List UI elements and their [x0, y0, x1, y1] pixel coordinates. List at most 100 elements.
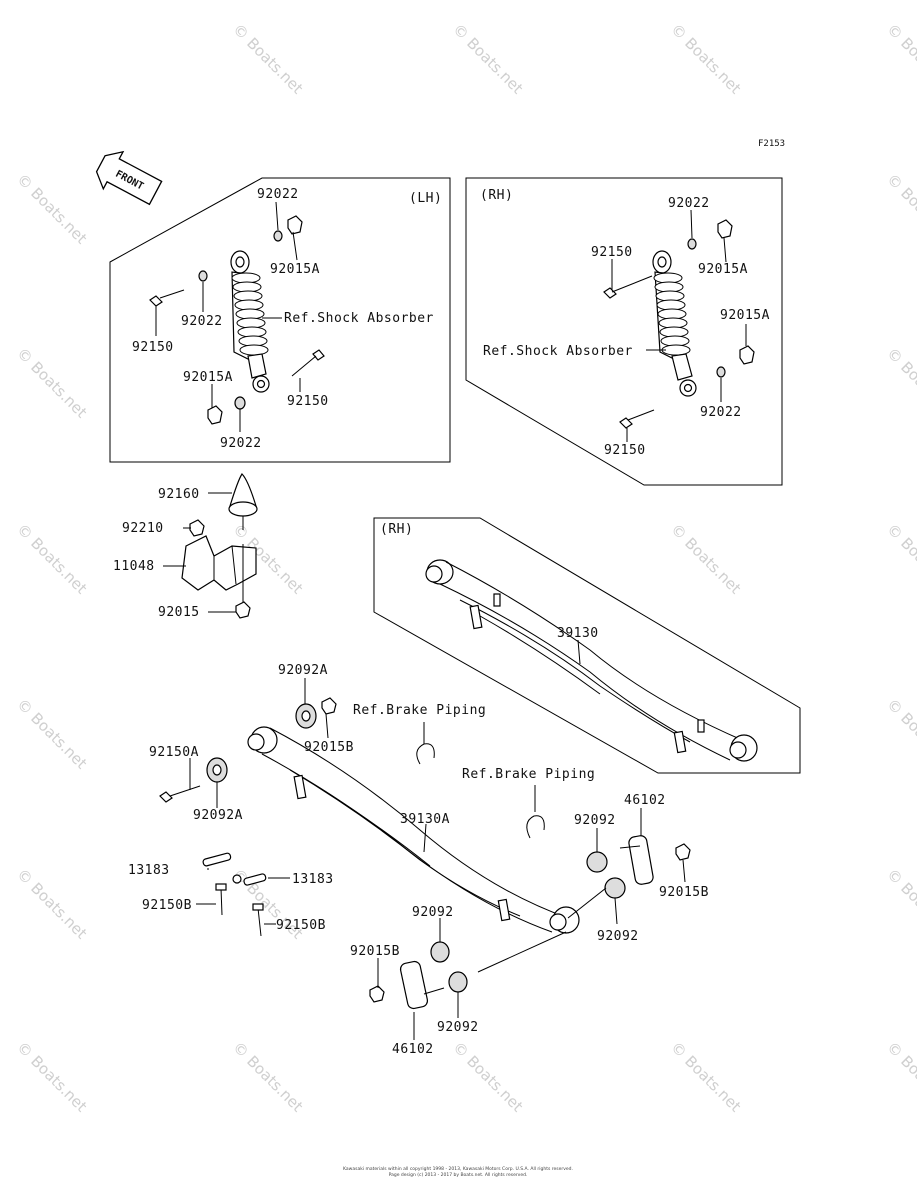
- shackle-46102-left-icon: [399, 960, 445, 1010]
- bolt-92150B-a-icon: [215, 883, 227, 916]
- rh-bolt-bottom-icon: [619, 409, 655, 429]
- figure-code: F2153: [758, 139, 785, 149]
- watermark: © Boats.net: [883, 695, 917, 773]
- part-label: 92150: [591, 245, 633, 260]
- shackle-46102-right-icon: [619, 835, 654, 885]
- part-label: 46102: [624, 793, 666, 808]
- lh-nut-top-icon: [287, 215, 303, 235]
- brake-clamp-icon-2: [526, 815, 545, 839]
- part-label: 92150B: [142, 898, 192, 913]
- plate-13183-b-icon: [243, 873, 267, 886]
- lh-nut-bottom-icon: [207, 405, 223, 425]
- watermark: © Boats.net: [13, 344, 91, 422]
- part-label: 92022: [668, 196, 710, 211]
- part-label: 92092: [574, 813, 616, 828]
- part-label: 39130A: [400, 812, 450, 827]
- part-label: 92150: [132, 340, 174, 355]
- group-label-rh: (RH): [480, 188, 513, 203]
- rh-bolt-top-icon: [603, 275, 653, 299]
- part-label: 13183: [292, 872, 334, 887]
- watermark: © Boats.net: [13, 695, 91, 773]
- part-label: 92150: [604, 443, 646, 458]
- washer-small-icon: [232, 874, 242, 884]
- part-label: 92015A: [720, 308, 770, 323]
- watermark: © Boats.net: [883, 865, 917, 943]
- lh-washer-mid-icon: [198, 270, 208, 282]
- rh-leaf-spring-group: (RH) 39130: [373, 517, 801, 774]
- nut-92015B-left-icon: [369, 985, 385, 1003]
- part-label: 92022: [700, 405, 742, 420]
- bushing-92092A-top-icon: [295, 703, 317, 729]
- part-label: 92210: [122, 521, 164, 536]
- part-label: 92015A: [270, 262, 320, 277]
- part-label: Ref.Brake Piping: [353, 703, 486, 718]
- part-label: 13183: [128, 863, 170, 878]
- bolt-92150A-icon: [159, 785, 201, 803]
- part-label: 92015: [158, 605, 200, 620]
- group-label-rh-spring: (RH): [380, 522, 413, 537]
- lh-washer-bottom-icon: [234, 396, 246, 410]
- bumper-bracket-group: 92160 92210 11048 92015: [113, 473, 258, 620]
- part-label: 92022: [181, 314, 223, 329]
- part-label: 92150B: [276, 918, 326, 933]
- lh-bolt-bottom-icon: [291, 349, 325, 377]
- copyright-line-2: Page design (c) 2013 - 2017 by Boats.net…: [389, 1172, 528, 1178]
- bushing-92092-c2-icon: [448, 971, 468, 993]
- nut-92015B-top-icon: [321, 697, 337, 715]
- watermark: © Boats.net: [449, 1038, 527, 1116]
- part-label: 46102: [392, 1042, 434, 1057]
- lh-bolt-top-icon: [149, 289, 185, 307]
- bracket-nut-bottom-icon: [235, 601, 251, 619]
- rh-shock-group: (RH): [465, 177, 783, 486]
- part-label: 92092: [597, 929, 639, 944]
- bump-stop-icon: [228, 473, 258, 530]
- part-label: 92015A: [698, 262, 748, 277]
- rh-washer-bottom-icon: [716, 366, 726, 378]
- lh-shock-absorber-icon: [230, 250, 270, 393]
- copyright-line-1: Kawasaki materials within all copyright …: [343, 1166, 573, 1172]
- watermark: © Boats.net: [229, 1038, 307, 1116]
- watermark: © Boats.net: [13, 1038, 91, 1116]
- watermark: © Boats.net: [449, 20, 527, 98]
- bushing-92092-r1-icon: [586, 851, 608, 873]
- watermark: © Boats.net: [13, 865, 91, 943]
- watermark: © Boats.net: [883, 20, 917, 98]
- rh-nut-mid-icon: [739, 345, 755, 365]
- watermark: © Boats.net: [667, 20, 745, 98]
- nut-92015B-right-icon: [675, 843, 691, 861]
- part-label: 92022: [257, 187, 299, 202]
- lh-leaf-spring-group: 92092A 92015B Ref.Brake Piping Ref.Brake…: [128, 663, 709, 1057]
- part-label: 92015B: [659, 885, 709, 900]
- lh-shock-group: (LH): [109, 177, 451, 463]
- watermark: © Boats.net: [883, 170, 917, 248]
- watermark: © Boats.net: [13, 520, 91, 598]
- part-label: 92015B: [350, 944, 400, 959]
- group-label-lh: (LH): [409, 191, 442, 206]
- bushing-92092-r2-icon: [604, 877, 626, 899]
- rh-leaf-spring-icon: [425, 559, 758, 762]
- rh-shock-absorber-icon: [652, 250, 697, 397]
- bracket-icon: [181, 535, 257, 602]
- part-label: 92092A: [193, 808, 243, 823]
- part-label: 92015B: [304, 740, 354, 755]
- watermark: © Boats.net: [667, 520, 745, 598]
- rh-washer-top-icon: [687, 238, 697, 250]
- watermark: © Boats.net: [883, 520, 917, 598]
- part-label: 92092: [437, 1020, 479, 1035]
- watermark: © Boats.net: [883, 344, 917, 422]
- rh-nut-top-icon: [717, 219, 733, 239]
- watermark: © Boats.net: [883, 1038, 917, 1116]
- part-label: 92150A: [149, 745, 199, 760]
- part-label: Ref.Shock Absorber: [284, 311, 434, 326]
- part-label: 11048: [113, 559, 155, 574]
- part-label: 92092: [412, 905, 454, 920]
- part-label: Ref.Brake Piping: [462, 767, 595, 782]
- front-arrow-icon: FRONT: [95, 150, 163, 206]
- part-label: 39130: [557, 626, 599, 641]
- part-label: 92092A: [278, 663, 328, 678]
- bushing-92092A-bot-icon: [206, 757, 228, 783]
- part-label: 92022: [220, 436, 262, 451]
- part-label: 92015A: [183, 370, 233, 385]
